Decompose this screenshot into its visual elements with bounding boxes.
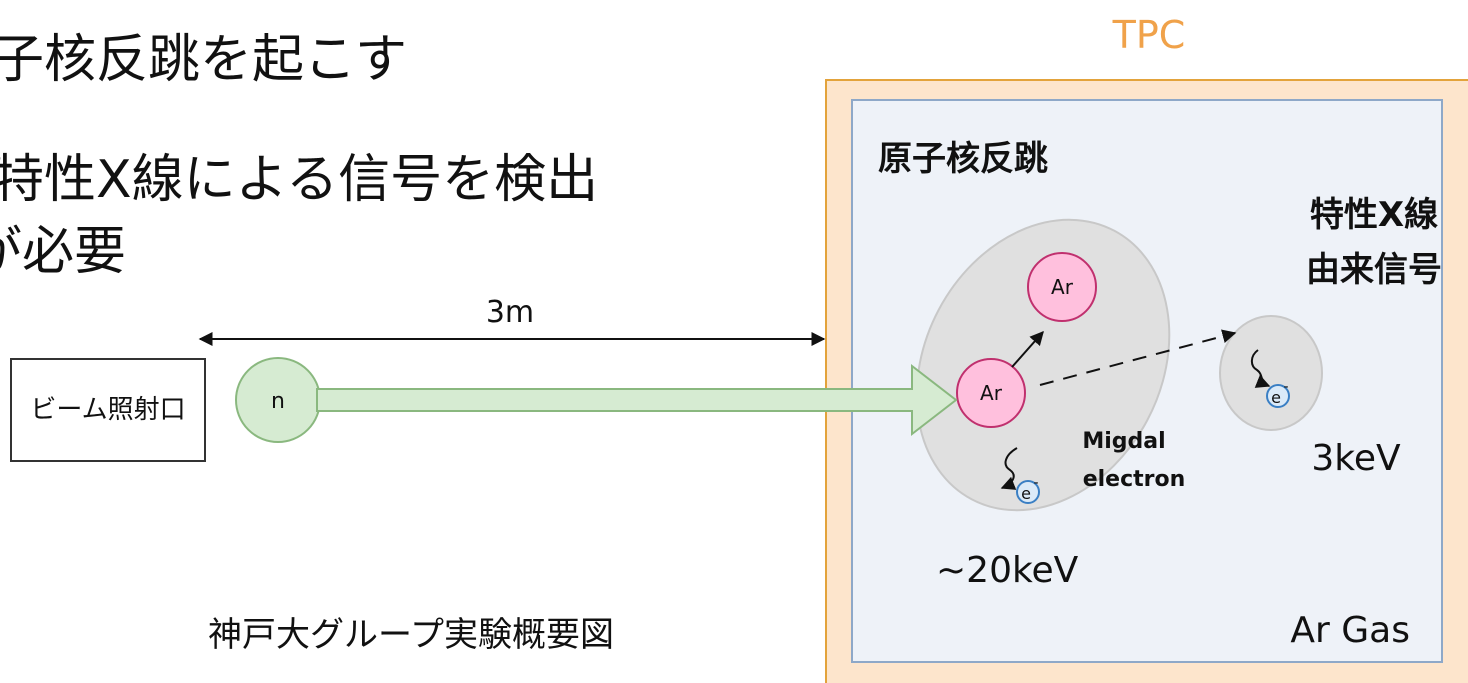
xray-label-line-2: 由来信号	[1306, 250, 1442, 290]
xray-electron-label: e	[1271, 388, 1281, 407]
xray-dashed-arrow	[1039, 329, 1237, 386]
xray-electron-charge: -	[1283, 379, 1288, 395]
migdal-electron	[1016, 480, 1040, 504]
ar-atom-recoil-label: Ar	[1051, 275, 1074, 299]
recoil-region-ellipse	[915, 218, 1171, 512]
bullet-line-2: 特性X線による信号を検出	[0, 150, 599, 210]
migdal-squiggle	[1000, 447, 1018, 490]
ar-atom-recoil	[1027, 252, 1097, 322]
energy-recoil: ~20keV	[936, 550, 1079, 591]
migdal-label-line-2: electron	[1083, 467, 1186, 492]
neutron-label: n	[271, 389, 285, 414]
beam-port-box	[10, 358, 206, 462]
beam-arrow	[316, 363, 958, 437]
ar-gas-label: Ar Gas	[1290, 610, 1410, 651]
tpc-title: TPC	[1112, 13, 1186, 57]
migdal-electron-label: e	[1021, 484, 1031, 503]
energy-xray: 3keV	[1311, 438, 1401, 479]
recoil-arrow	[1011, 330, 1044, 368]
ar-atom-struck-label: Ar	[980, 381, 1003, 405]
xray-electron	[1266, 384, 1290, 408]
xray-label-line-1: 特性X線	[1310, 195, 1438, 235]
recoil-label: 原子核反跳	[878, 139, 1048, 179]
xray-region-ellipse	[1219, 315, 1323, 431]
xray-squiggle	[1250, 349, 1271, 388]
ar-atom-struck	[956, 358, 1026, 428]
beam-port-label: ビーム照射口	[30, 395, 185, 425]
migdal-electron-charge: -	[1033, 475, 1038, 491]
diagram-caption: 神戸大グループ実験概要図	[208, 615, 614, 655]
distance-label: 3m	[486, 295, 534, 330]
migdal-label-line-1: Migdal	[1082, 429, 1165, 454]
bullet-line-3: が必要	[0, 222, 127, 282]
bullet-line-1: 子核反跳を起こす	[0, 30, 407, 90]
